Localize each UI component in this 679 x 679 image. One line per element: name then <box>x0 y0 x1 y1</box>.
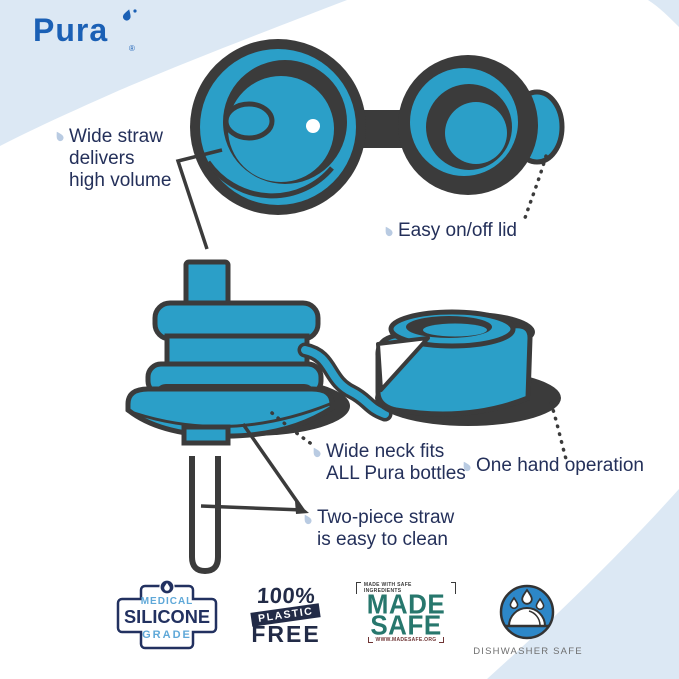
registered-mark: ® <box>129 44 135 53</box>
callout-two-piece: Two-piece straw is easy to clean <box>302 507 472 551</box>
pura-logo: Pura ® <box>33 9 153 62</box>
dishwasher-safe-icon <box>499 584 555 640</box>
callout-wide-neck: Wide neck fits ALL Pura bottles <box>311 441 471 485</box>
made-safe-top-text: MADE WITH SAFE INGREDIENTS <box>363 582 412 594</box>
callout-wide-straw-text: Wide straw delivers high volume <box>69 126 172 191</box>
bracket-corner <box>451 582 456 594</box>
callout-lines <box>175 148 568 514</box>
callout-wide-neck-text: Wide neck fits ALL Pura bottles <box>326 441 466 484</box>
callout-one-hand-text: One hand operation <box>476 455 644 476</box>
medical-silicone-grade-badge: MEDICAL SILICONE GRADE <box>116 580 218 650</box>
droplet-icon <box>56 131 64 142</box>
silicone-text: SILICONE <box>124 607 210 627</box>
safe-text: SAFE <box>370 608 442 642</box>
water-drop-icon <box>535 597 545 611</box>
droplet-icon <box>385 226 393 237</box>
side-view-cap <box>125 259 350 446</box>
droplet-icon <box>304 514 312 525</box>
made-safe-bottom-row: WWW.MADESAFE.ORG <box>367 637 445 643</box>
bracket-corner <box>439 637 445 643</box>
callout-one-hand: One hand operation <box>461 455 644 477</box>
made-safe-url-text: WWW.MADESAFE.ORG <box>375 637 437 643</box>
pura-logo-text: Pura <box>33 12 109 48</box>
side-view-lid <box>375 309 561 426</box>
callout-easy-lid-text: Easy on/off lid <box>398 220 518 241</box>
medical-text: MEDICAL <box>141 596 194 607</box>
plastic-free-badge: 100% PLASTIC FREE <box>246 583 326 648</box>
logo-droplet-icon <box>122 9 137 21</box>
made-safe-badge: MADE WITH SAFE INGREDIENTS MADE SAFE WWW… <box>356 582 456 643</box>
droplet-icon <box>313 447 321 458</box>
callout-wide-straw: Wide straw delivers high volume <box>54 126 194 192</box>
dishwasher-safe-label: DISHWASHER SAFE <box>473 646 583 657</box>
tether-strap <box>297 342 393 422</box>
plastic-free-text: FREE <box>251 621 321 647</box>
droplet-icon <box>463 461 471 472</box>
made-text: MADE <box>366 587 446 621</box>
callout-two-piece-text: Two-piece straw is easy to clean <box>317 507 455 550</box>
made-safe-top-row: MADE WITH SAFE INGREDIENTS <box>356 582 456 594</box>
bracket-corner <box>367 637 373 643</box>
callout-easy-lid: Easy on/off lid <box>383 220 517 242</box>
water-drop-icon <box>521 588 533 605</box>
top-view-illustration <box>190 39 565 215</box>
bowl-icon <box>507 607 547 627</box>
bracket-corner <box>356 582 361 594</box>
straw-tube <box>189 456 221 575</box>
water-drop-icon <box>509 596 519 610</box>
grade-text: GRADE <box>142 629 192 641</box>
